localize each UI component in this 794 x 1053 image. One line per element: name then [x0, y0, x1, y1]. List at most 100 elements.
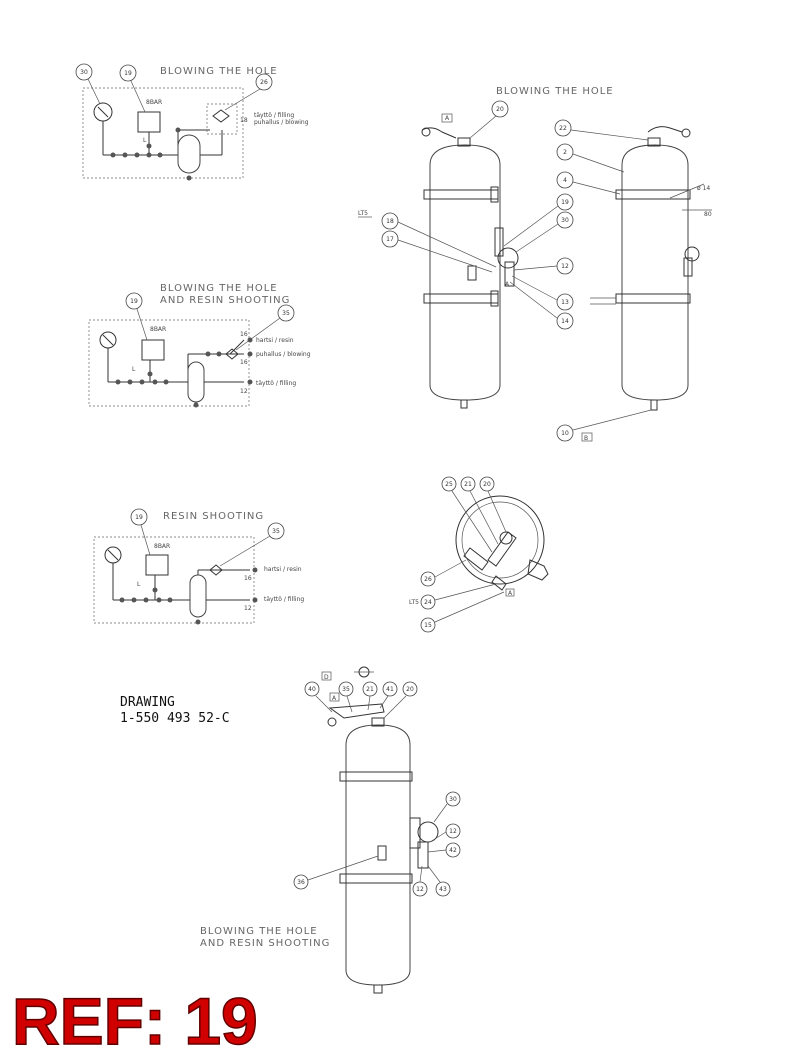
callout-24: 24 — [424, 599, 432, 606]
schematic3-tank — [189, 574, 207, 618]
callout-35: 35 — [282, 310, 290, 317]
schematic1-port-18: 18 — [240, 117, 248, 124]
drawing-label: DRAWING — [120, 695, 175, 710]
schematic3-resin-label: hartsi / resin — [264, 566, 302, 573]
callout-19: 19 — [130, 298, 138, 305]
schematic3-port-16: 16 — [244, 575, 252, 582]
callout-36: 36 — [297, 879, 305, 886]
callout-21: 21 — [464, 481, 472, 488]
regulator-icon — [145, 554, 169, 576]
drawing-number: 1-550 493 52-C — [120, 711, 230, 726]
tank-side — [621, 144, 689, 401]
callout-30: 30 — [561, 217, 569, 224]
schematic3-title: RESIN SHOOTING — [163, 511, 264, 522]
callout-14: 14 — [561, 318, 569, 325]
callout-12: 12 — [449, 828, 457, 835]
callout-25: 25 — [445, 481, 453, 488]
schematic3-fill-label: täyttö / filling — [264, 596, 304, 603]
callout-43: 43 — [439, 886, 447, 893]
callout-10: 10 — [561, 430, 569, 437]
tank-top-view — [455, 495, 545, 585]
callout-30: 30 — [80, 69, 88, 76]
schematic2-pressure: 8BAR — [150, 326, 166, 333]
ref-label: REF: 19 — [12, 984, 258, 1053]
regulator-icon — [141, 339, 165, 361]
schematic2-blow-label: puhallus / blowing — [256, 351, 311, 358]
callout-22: 22 — [559, 125, 567, 132]
schematic1-mark-l: L — [143, 137, 147, 144]
mark-a-side: A — [505, 281, 510, 288]
schematic2-fill-label: täyttö / filling — [256, 380, 296, 387]
callout-17: 17 — [386, 236, 394, 243]
schematic1-tank — [177, 134, 201, 174]
callout-41: 41 — [386, 686, 394, 693]
elbow-fitting-icon — [421, 127, 457, 139]
schematic3-mark-l: L — [137, 581, 141, 588]
schematic2-port-12: 12 — [240, 388, 248, 395]
schematic3-frame — [93, 536, 255, 624]
check-valve-icon — [209, 564, 223, 576]
callout-35: 35 — [342, 686, 350, 693]
side-fitting — [467, 265, 477, 281]
callout-35: 35 — [272, 528, 280, 535]
dimension-80: 80 — [704, 211, 712, 218]
callout-30: 30 — [449, 796, 457, 803]
tank-assembly-bottom: D A 40 35 21 41 20 30 12 42 36 12 43 BLO… — [200, 666, 461, 994]
schematic2-mark-l: L — [132, 366, 136, 373]
callout-12b: 12 — [416, 886, 424, 893]
callout-13: 13 — [561, 299, 569, 306]
callout-40: 40 — [308, 686, 316, 693]
schematic2-resin-label: hartsi / resin — [256, 337, 294, 344]
tank-right-title: BLOWING THE HOLE — [496, 86, 614, 97]
schematic3-pressure: 8BAR — [154, 543, 170, 550]
callout-20: 20 — [496, 106, 504, 113]
top-view: A LT5 25 21 20 26 24 15 — [409, 476, 549, 633]
schematic2-frame — [88, 319, 250, 407]
check-valve-icon — [225, 348, 239, 360]
top-view-lt5: LT5 — [409, 599, 419, 606]
mark-b: B — [584, 435, 588, 442]
tank-front — [429, 144, 501, 401]
callout-4: 4 — [563, 177, 567, 184]
callout-2: 2 — [563, 149, 567, 156]
callout-26: 26 — [260, 79, 268, 86]
schematic2-port-16a: 16 — [240, 331, 248, 338]
schematic1-pressure: 8BAR — [146, 99, 162, 106]
valve-box — [206, 103, 238, 135]
schematic-blowing-resin: BLOWING THE HOLE AND RESIN SHOOTING 8BAR… — [88, 283, 311, 408]
top-view-mark-a: A — [508, 590, 513, 597]
valve-icon — [212, 109, 230, 123]
schematic1-blow-label: puhallus / blowing — [254, 119, 309, 126]
mark-d: D — [324, 674, 329, 681]
mark-a-bottom: A — [332, 695, 337, 702]
lt5-label: LT5 — [358, 210, 368, 217]
schematic1-fill-label: täyttö / filling — [254, 112, 294, 119]
regulator-icon — [137, 111, 161, 133]
schematic1-title: BLOWING THE HOLE — [160, 66, 278, 77]
schematic2-port-16b: 16 — [240, 359, 248, 366]
schematic-blowing: BLOWING THE HOLE 8BAR L 18 täyttö / fill… — [75, 63, 309, 181]
callout-20: 20 — [483, 481, 491, 488]
callout-42: 42 — [449, 847, 457, 854]
callout-26: 26 — [424, 576, 432, 583]
bottom-title-line2: AND RESIN SHOOTING — [200, 938, 330, 949]
pressure-gauge-icon — [497, 247, 519, 269]
dimension-diameter: ø 14 — [697, 185, 710, 192]
callout-18: 18 — [386, 218, 394, 225]
schematic2-title-line1: BLOWING THE HOLE — [160, 283, 278, 294]
schematic2-tank — [187, 361, 205, 403]
bottom-fitting-assembly — [328, 703, 385, 719]
callout-15: 15 — [424, 622, 432, 629]
callout-21: 21 — [366, 686, 374, 693]
callout-20: 20 — [406, 686, 414, 693]
schematic-resin: RESIN SHOOTING 8BAR L 16 12 hartsi / res… — [93, 508, 304, 625]
callout-19: 19 — [135, 514, 143, 521]
tank-right-callouts: 20 18 17 19 30 12 13 14 22 2 4 10 B — [381, 100, 652, 442]
tank-assembly-right: BLOWING THE HOLE A A LT5 ø 14 80 — [358, 86, 712, 442]
elbow-fitting-icon — [647, 126, 683, 133]
schematic2-title-line2: AND RESIN SHOOTING — [160, 295, 290, 306]
schematic3-port-12: 12 — [244, 605, 252, 612]
callout-19: 19 — [561, 199, 569, 206]
mark-a-top: A — [445, 115, 450, 122]
